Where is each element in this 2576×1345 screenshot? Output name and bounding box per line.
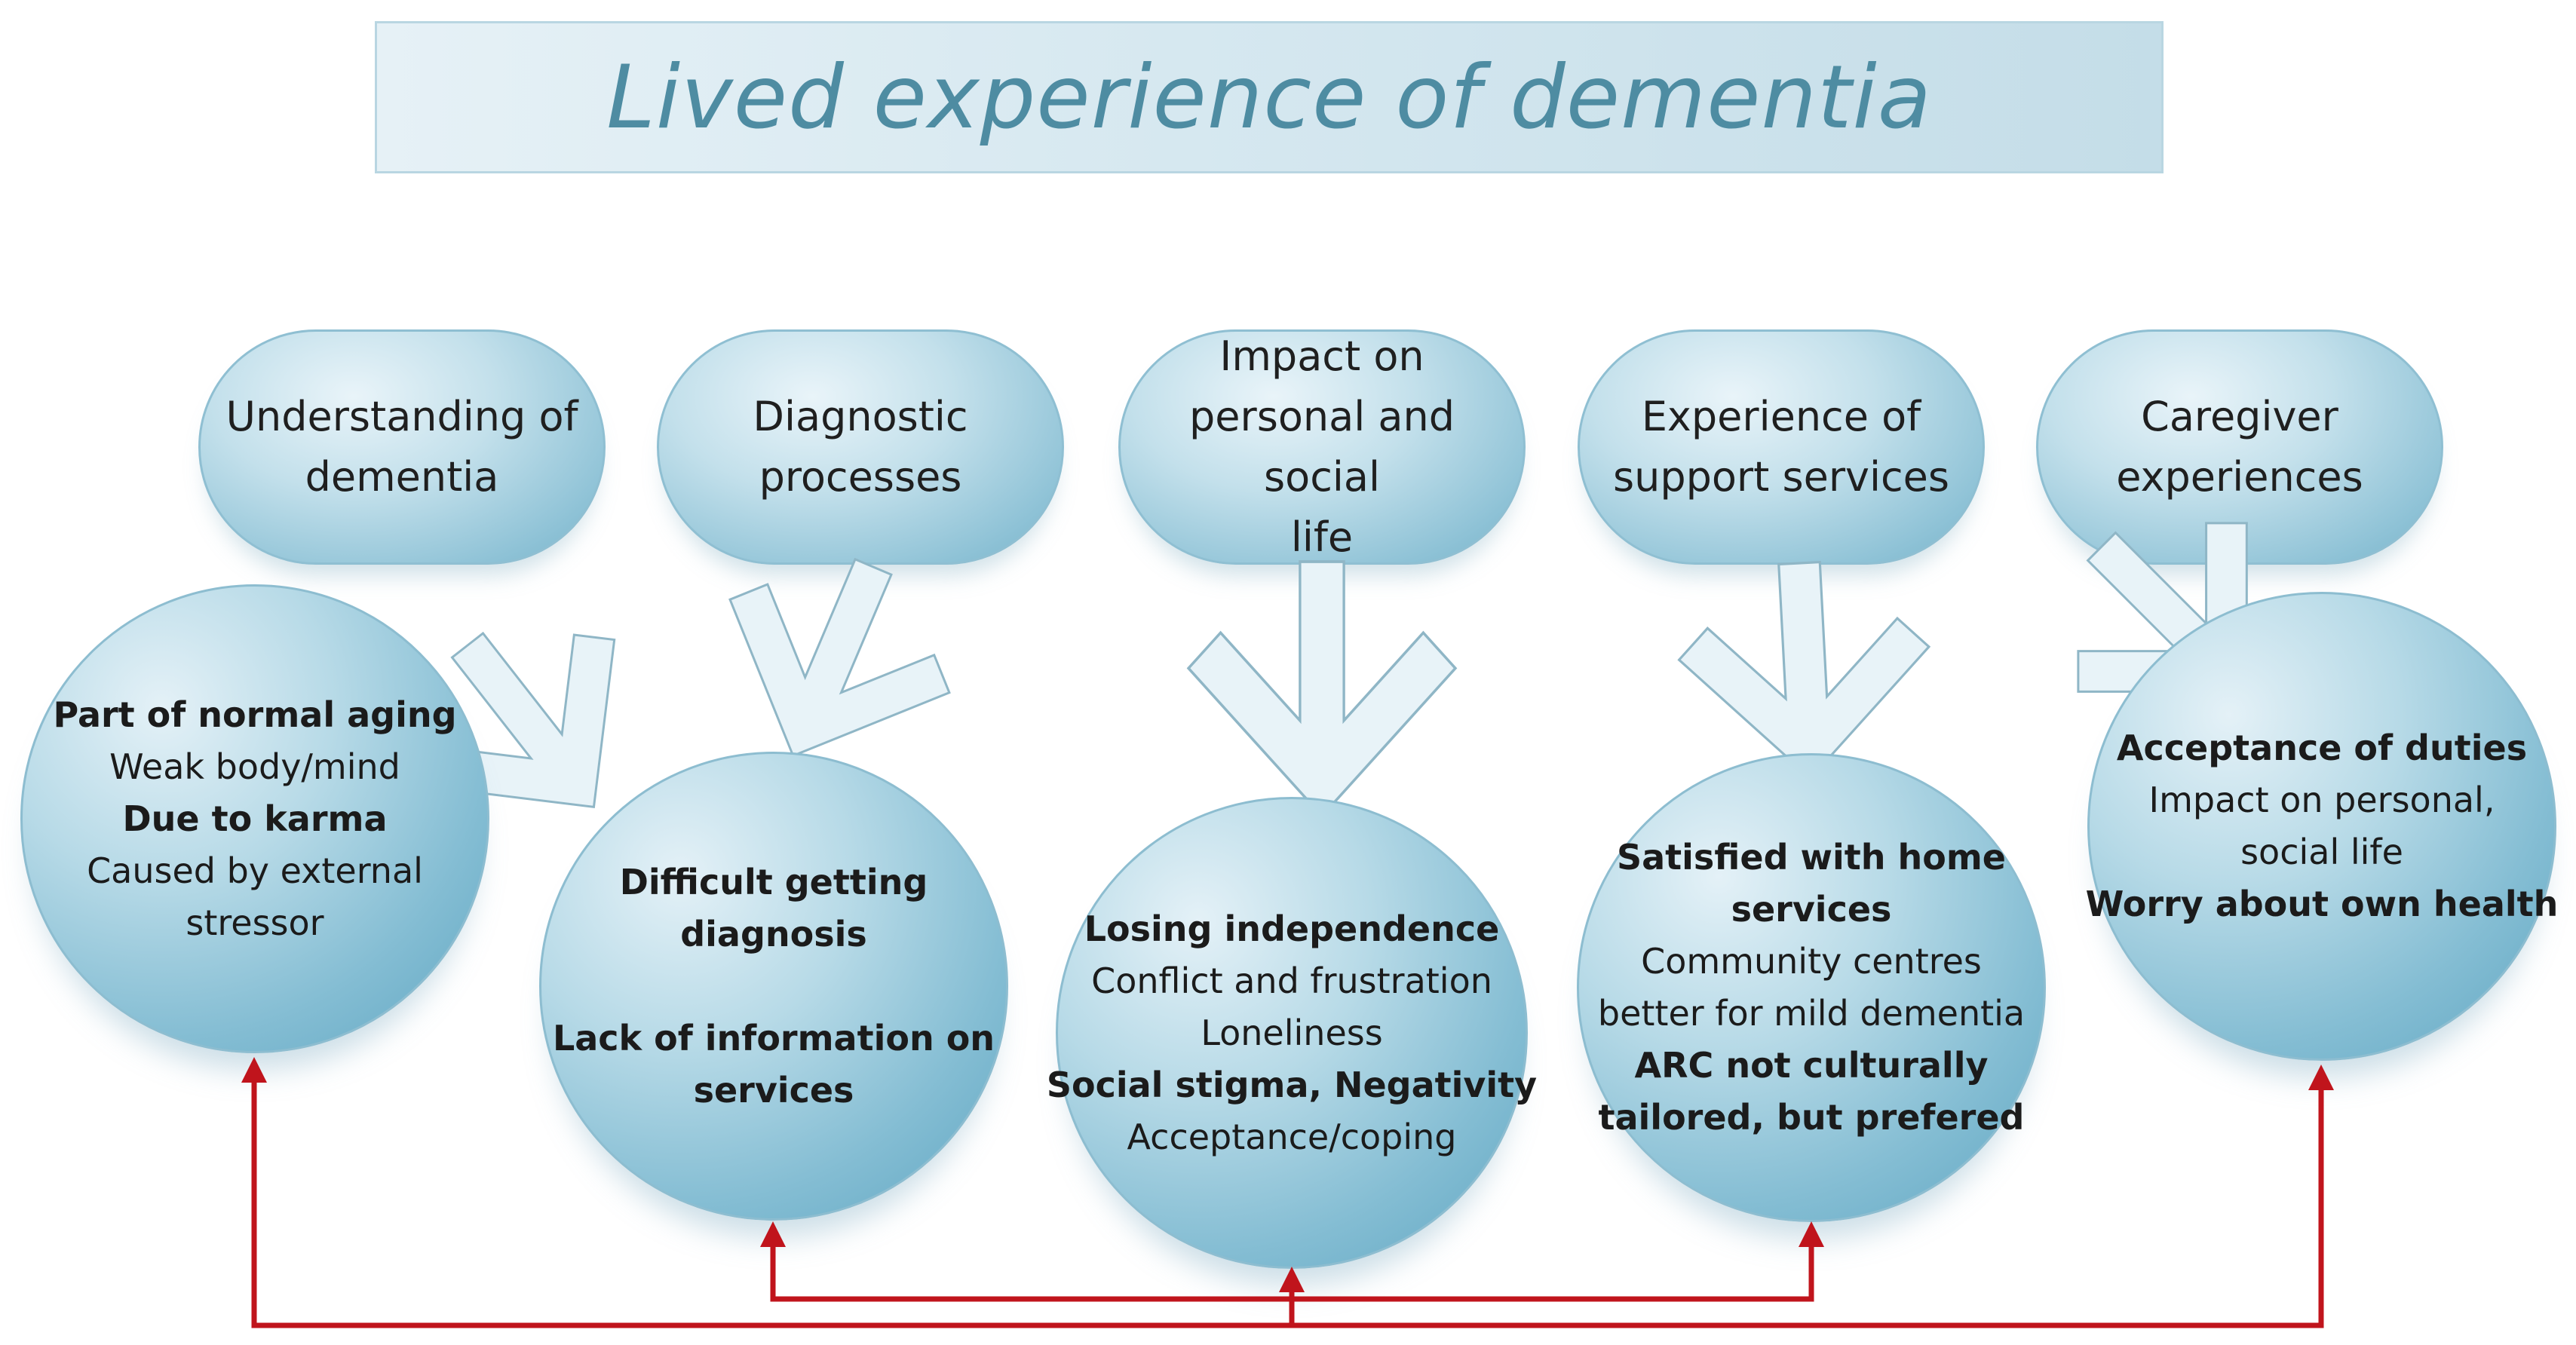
detail-line: stressor (186, 902, 324, 943)
detail-line: Part of normal aging (53, 694, 457, 735)
arrowhead-icon (760, 1221, 786, 1247)
theme-node-impact: Impact on personal and social life (1118, 329, 1526, 565)
detail-line: Social stigma, Negativity (1046, 1064, 1538, 1105)
detail-line: diagnosis (680, 913, 867, 954)
detail-line: ARC not culturally (1634, 1045, 1989, 1086)
detail-line: Weak body/mind (109, 746, 400, 787)
detail-line: social life (2240, 832, 2403, 872)
diagram-title: Lived experience of dementia (606, 46, 1932, 149)
detail-line: Worry about own health (2085, 884, 2559, 924)
detail-line: Acceptance of duties (2116, 728, 2528, 768)
detail-line: Difficult getting (619, 861, 928, 902)
detail-line: better for mild dementia (1597, 993, 2026, 1034)
theme-label: Experience of support services (1612, 393, 1950, 501)
detail-line: services (1731, 889, 1892, 930)
detail-line: Conflict and frustration (1091, 960, 1492, 1001)
connector-outer (251, 1077, 2324, 1328)
detail-line: tailored, but prefered (1598, 1097, 2025, 1138)
detail-line: Loneliness (1201, 1012, 1383, 1053)
detail-line: Due to karma (122, 798, 388, 839)
theme-label: Impact on personal and social life (1189, 332, 1455, 561)
theme-node-understanding: Understanding of dementia (198, 329, 606, 565)
detail-line: Caused by external (87, 850, 423, 891)
detail-line: Lack of information on (552, 1017, 995, 1059)
arrowhead-icon (1279, 1267, 1305, 1292)
detail-line: Community centres (1641, 941, 1982, 982)
theme-label: Understanding of dementia (225, 393, 578, 501)
detail-line: Satisfied with home (1616, 837, 2007, 878)
arrowhead-icon (1799, 1221, 1824, 1247)
detail-line: Impact on personal, (2148, 780, 2495, 820)
arrowhead-icon (241, 1057, 267, 1083)
theme-label: Diagnostic processes (753, 393, 968, 501)
theme-node-support: Experience of support services (1578, 329, 1985, 565)
arrowhead-icon (2308, 1065, 2334, 1090)
title-banner: Lived experience of dementia (375, 21, 2164, 173)
detail-line: Losing independence (1084, 908, 1500, 949)
detail-line: Acceptance/coping (1127, 1116, 1457, 1157)
detail-line: services (693, 1069, 854, 1111)
theme-label: Caregiver experiences (2116, 393, 2363, 501)
